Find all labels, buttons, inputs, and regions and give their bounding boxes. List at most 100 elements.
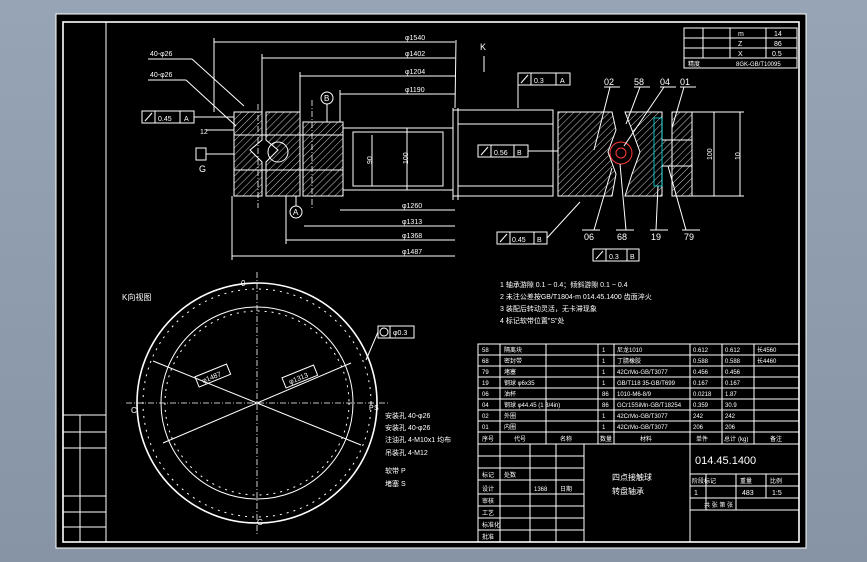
bom-cell-no: 19: [482, 381, 489, 387]
tb-standard: 标准化: [482, 521, 500, 529]
tol-2-ref: A: [560, 78, 565, 85]
bom-header-note: 备注: [770, 435, 782, 443]
bom-cell-no: 04: [482, 403, 489, 409]
note-2: 2 未注公差按GB/T1804-m 014.45.1400 齿面淬火: [500, 292, 652, 301]
dim-right-100: 100: [707, 148, 714, 160]
label-g-left: G: [199, 164, 206, 174]
bom-cell-no: 01: [482, 425, 489, 431]
tolerance-frames: 0.45 A 0.3 A 0.56 B 0.45 B 0.3 B: [141, 72, 640, 262]
bom-cell-name: 钢球 φ44.45 (1 3/4in): [504, 401, 560, 409]
section-view: φ1540 φ1402 φ1204 φ1190 φ1260 φ1313 φ136…: [148, 35, 744, 260]
k-legend-1: 安装孔 40-φ26: [385, 411, 430, 420]
bom-cell-total: 0.612: [725, 348, 741, 354]
tol-5-value: 0.3: [609, 254, 619, 261]
param-label-accuracy: 精度: [688, 60, 700, 68]
note-1: 1 轴承游隙 0.1 ~ 0.4；倾斜游隙 0.1 ~ 0.4: [500, 280, 628, 289]
bom-cell-unit: 0.0218: [693, 392, 712, 398]
outer-border: [55, 13, 807, 549]
technical-notes: 1 轴承游隙 0.1 ~ 0.4；倾斜游隙 0.1 ~ 0.4 2 未注公差按G…: [500, 280, 652, 325]
bom-cell-unit: 0.612: [693, 348, 709, 354]
bom-cell-no: 68: [482, 359, 489, 365]
bom-cell-material: 1010-M6-8/9: [617, 392, 652, 398]
note-4: 4 标记软带位置"S"处: [500, 316, 564, 325]
bom-cell-note: 长4560: [757, 346, 777, 354]
tb-design: 设计: [482, 485, 494, 493]
datum-a-letter: A: [293, 208, 299, 217]
bom-cell-total: 0.456: [725, 370, 741, 376]
tol-2-value: 0.3: [534, 78, 544, 85]
left-revision-block: [62, 414, 107, 543]
bom-cell-unit: 0.456: [693, 370, 709, 376]
bom-header-material: 材料: [640, 435, 652, 443]
k-mark-top: 0: [241, 279, 246, 288]
tb-weight-label: 重量: [740, 477, 752, 485]
k-mark-c-bottom: C: [257, 518, 263, 527]
balloon-79: 79: [684, 232, 694, 242]
tb-process: 工艺: [482, 509, 494, 517]
paper-background: [56, 14, 806, 548]
bom-cell-name: 隔离块: [504, 346, 522, 354]
dim-d1190: φ1190: [405, 87, 425, 94]
bom-header-name: 名称: [560, 435, 572, 443]
balloon-58: 58: [634, 77, 644, 87]
tb-scale-value: 1:5: [772, 490, 782, 497]
bom-cell-material: 丁腈橡胶: [617, 357, 641, 365]
param-value-z: 86: [774, 41, 782, 48]
balloon-04: 04: [660, 77, 670, 87]
tb-approve: 批准: [482, 533, 494, 541]
inner-border: [62, 21, 800, 543]
tb-scale-label: 比例: [770, 477, 782, 485]
bom-cell-note: 长4460: [757, 357, 777, 365]
part-balloons: 02 58 04 01 06 68 19 79: [582, 77, 700, 242]
datum-b-letter: B: [324, 94, 329, 103]
k-legend-2: 安装孔 40-φ26: [385, 423, 430, 432]
bom-cell-total: 30.9: [725, 403, 737, 409]
drawing-number: 014.45.1400: [695, 455, 756, 467]
param-label-z: Z: [738, 41, 743, 48]
title-block: 标记 处数 设计 1368 审核 工艺 标准化 批准 日期 四点接触球 转盘轴承…: [477, 443, 800, 543]
tb-mark: 标记: [482, 471, 494, 479]
dim-d1204: φ1204: [405, 69, 425, 76]
bom-cell-unit: 206: [693, 425, 704, 431]
bom-cell-unit: 0.588: [693, 359, 709, 365]
tb-count: 处数: [504, 471, 516, 479]
bom-cell-name: 外圈: [504, 412, 516, 420]
tb-stage-label: 阶段标记: [692, 477, 716, 485]
dim-d1487: φ1487: [402, 249, 422, 256]
view-k-marker: K: [480, 42, 486, 52]
bom-cell-material: GCr15SiMn-GB/T18254: [617, 403, 682, 409]
bom-header-qty: 数量: [600, 435, 612, 443]
k-legend-6: 堵塞 S: [385, 479, 406, 488]
bom-header-unit: 单件: [696, 435, 708, 443]
bom-cell-qty: 1: [602, 348, 606, 354]
bom-header-weight-unit: (kg): [738, 437, 748, 443]
balloon-06: 06: [584, 232, 594, 242]
bom-cell-qty: 1: [602, 414, 606, 420]
bom-cell-name: 堵塞: [504, 368, 516, 376]
bom-cell-name: 密封带: [504, 357, 522, 365]
dim-d1313: φ1313: [402, 219, 422, 226]
k-mark-s: S: [374, 405, 379, 412]
bom-cell-total: 1.87: [725, 392, 737, 398]
balloon-02: 02: [604, 77, 614, 87]
bom-cell-name: 内圈: [504, 423, 516, 431]
tb-date: 日期: [560, 485, 572, 493]
bom-cell-qty: 86: [602, 403, 609, 409]
bom-cell-material: GB/T118 35-GB/T699: [617, 381, 676, 387]
bom-cell-qty: 86: [602, 392, 609, 398]
label-holes-inner: 40-φ26: [150, 72, 173, 79]
bom-cell-no: 58: [482, 348, 489, 354]
tb-sheet-label: 共 张 第 张: [704, 501, 733, 509]
dim-h100: 100: [403, 152, 410, 164]
k-view: K向视图 φ1487 φ1313 0 C C P S φ0.3 安装孔 40-φ…: [122, 272, 451, 534]
bom-cell-no: 06: [482, 392, 489, 398]
k-pos-tol: φ0.3: [393, 330, 407, 337]
bom-cell-name: 钢球 φ6x35: [504, 379, 535, 387]
tol-3-ref: B: [517, 150, 522, 157]
dim-d1260: φ1260: [402, 203, 422, 210]
bom-cell-qty: 1: [602, 381, 606, 387]
drawing-title-line1: 四点接触球: [612, 472, 652, 482]
param-label-x: X: [738, 51, 743, 58]
balloon-68: 68: [617, 232, 627, 242]
tb-revision: 1368: [534, 487, 548, 493]
